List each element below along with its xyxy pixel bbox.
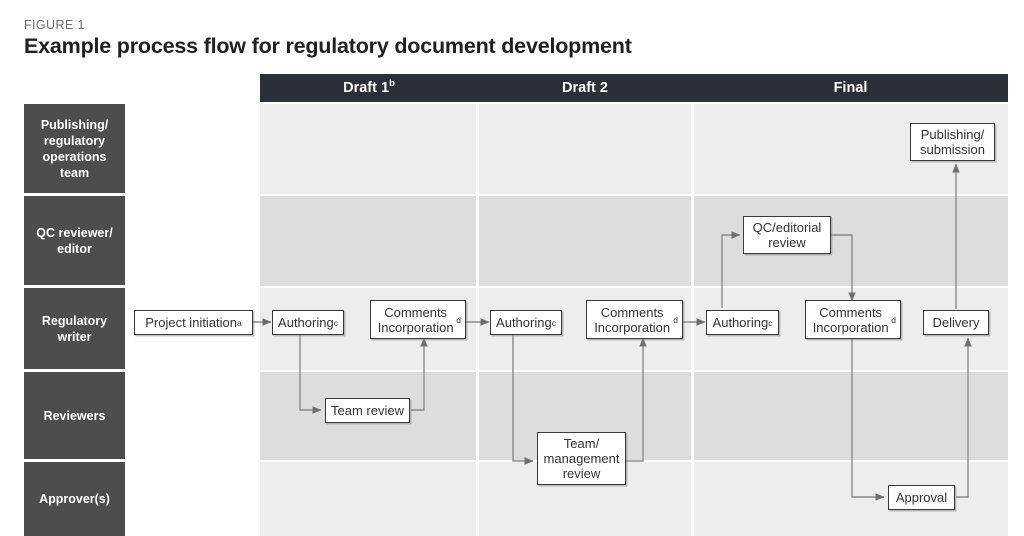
node-delivery[interactable]: Delivery xyxy=(923,310,989,335)
row-label-reviewers: Reviewers xyxy=(24,372,125,459)
row-label-qc-reviewer: QC reviewer/ editor xyxy=(24,196,125,285)
node-comments-incorporation-1-label: Comments Incorporation xyxy=(377,304,454,335)
node-qc-editorial-review-label: QC/editorial review xyxy=(752,220,822,250)
node-authoring-3-label: Authoring xyxy=(712,315,769,330)
page-title: Example process flow for regulatory docu… xyxy=(24,34,632,58)
node-comments-incorporation-2-label: Comments Incorporation xyxy=(594,304,671,335)
node-team-management-review[interactable]: Team/ management review xyxy=(537,432,626,485)
node-project-initiation-label: Project initiation xyxy=(145,315,238,330)
column-header-final-label: Final xyxy=(833,80,868,96)
node-authoring-2-label: Authoring xyxy=(496,315,552,330)
row-label-regulatory-writer: Regulatory writer xyxy=(24,288,125,369)
node-team-review-label: Team review xyxy=(331,403,404,418)
column-header-draft2-label: Draft 2 xyxy=(562,80,608,96)
column-header-final: Final xyxy=(693,74,1008,102)
column-header-bar xyxy=(260,74,1008,102)
node-publishing-submission[interactable]: Publishing/ submission xyxy=(910,123,995,161)
figure-label: FIGURE 1 xyxy=(24,18,85,32)
node-approval-label: Approval xyxy=(895,490,948,505)
node-approval[interactable]: Approval xyxy=(888,485,955,510)
node-publishing-submission-label: Publishing/ submission xyxy=(919,127,986,157)
node-team-management-review-label: Team/ management review xyxy=(543,436,620,481)
node-authoring-1-label: Authoring xyxy=(278,315,334,330)
row-label-publishing-ops: Publishing/ regulatory operations team xyxy=(24,104,125,193)
band-qc-reviewer xyxy=(260,196,1008,286)
column-divider-1 xyxy=(476,102,479,536)
column-header-draft1: Draft 1b xyxy=(260,74,478,102)
column-header-draft2: Draft 2 xyxy=(478,74,692,102)
node-team-review[interactable]: Team review xyxy=(325,398,410,423)
band-publishing-ops xyxy=(260,104,1008,194)
column-divider-2 xyxy=(691,102,694,536)
node-comments-incorporation-3-label: Comments Incorporation xyxy=(812,304,889,335)
column-header-draft1-superscript: b xyxy=(389,78,395,90)
node-qc-editorial-review[interactable]: QC/editorial review xyxy=(743,216,831,254)
column-header-draft1-label: Draft 1 xyxy=(343,80,390,96)
row-label-approvers: Approver(s) xyxy=(24,462,125,536)
node-delivery-label: Delivery xyxy=(932,315,980,330)
